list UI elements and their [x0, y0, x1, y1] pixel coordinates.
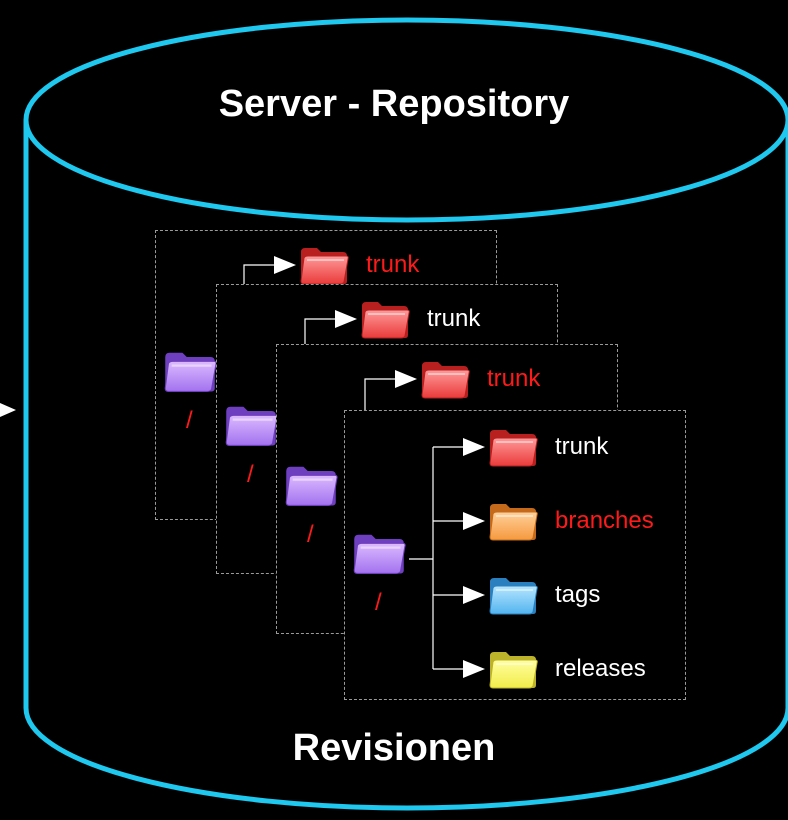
arrow-head	[395, 370, 417, 388]
folder-label-tags: tags	[555, 581, 601, 608]
incoming-arrow	[0, 403, 16, 417]
purple-folder-icon	[223, 401, 279, 454]
folder-label-trunk: trunk	[427, 305, 481, 332]
revisions-label: Revisionen	[292, 727, 496, 769]
arrow-head	[463, 660, 485, 678]
cylinder-top	[23, 17, 788, 223]
arrow-head	[463, 438, 485, 456]
folder-label-trunk: trunk	[555, 433, 609, 460]
arrow-head	[274, 256, 296, 274]
red-folder-icon	[419, 357, 471, 406]
root-folder-label: /	[307, 521, 314, 548]
tree-connectors	[409, 438, 485, 678]
orange-folder-icon	[487, 499, 539, 548]
repository-title: Server - Repository	[218, 83, 570, 125]
root-folder-label: /	[186, 407, 193, 434]
red-folder-icon	[298, 243, 350, 292]
blue-folder-icon	[487, 573, 539, 622]
red-folder-icon	[359, 297, 411, 346]
arrow-head	[335, 310, 357, 328]
folder-label-trunk: trunk	[487, 365, 541, 392]
arrow-head	[463, 512, 485, 530]
tree-line	[409, 447, 434, 669]
red-folder-icon	[487, 425, 539, 474]
revision-4: trunk branches tags releases /	[344, 410, 686, 700]
folder-label-trunk: trunk	[366, 251, 420, 278]
purple-folder-icon	[351, 529, 407, 582]
root-folder-label: /	[375, 589, 382, 616]
purple-folder-icon	[162, 347, 218, 400]
yellow-folder-icon	[487, 647, 539, 696]
folder-label-releases: releases	[555, 655, 646, 682]
folder-label-branches: branches	[555, 507, 654, 534]
root-folder-label: /	[247, 461, 254, 488]
purple-folder-icon	[283, 461, 339, 514]
arrow-head	[463, 586, 485, 604]
